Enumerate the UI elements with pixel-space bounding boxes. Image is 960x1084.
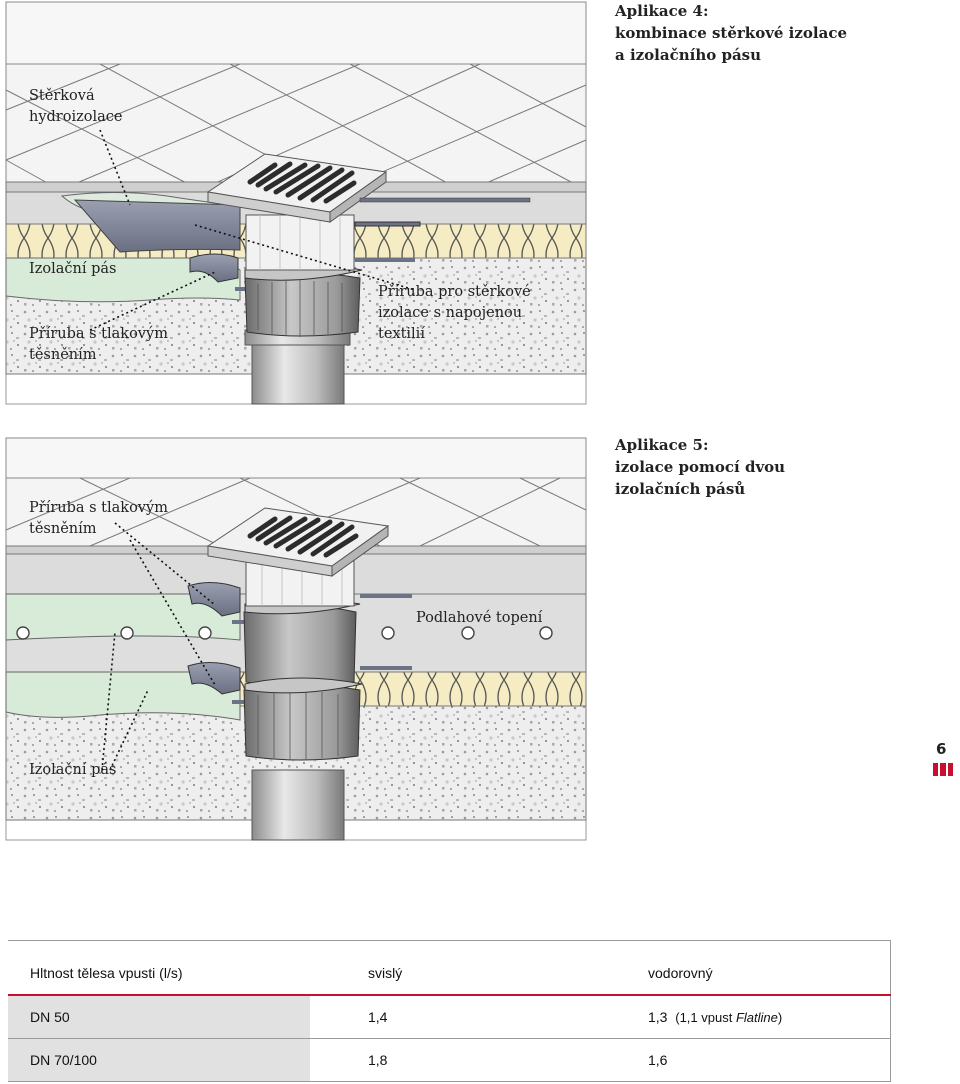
header-cell: vodorovný	[608, 940, 891, 996]
vodorovny-cell: 1,6	[608, 1038, 891, 1082]
label-podlahove-topeni: Podlahové topení	[416, 610, 543, 626]
svisly-cell: 1,8	[310, 1038, 608, 1082]
label-priruba-sterk: Příruba pro stěrkové izolace s napojenou…	[378, 282, 531, 345]
vodorovny-note-model: Flatline	[735, 1010, 778, 1025]
page-number: 6	[936, 740, 947, 758]
label-line: Příruba pro stěrkové	[378, 284, 531, 300]
vodorovny-note-end: )	[777, 1010, 783, 1025]
vodorovny-cell: 1,3 (1,1 vpust Flatline)	[608, 995, 891, 1039]
chapter-marker-icon	[933, 763, 953, 776]
top-diagram	[5, 1, 587, 405]
label-priruba-tlak-bottom: Příruba s tlakovým těsněním	[29, 498, 168, 540]
label-line: hydroizolace	[29, 109, 123, 125]
title-line: izolace pomocí dvou	[615, 458, 786, 476]
svisly-cell: 1,4	[310, 995, 608, 1039]
label-line: Příruba s tlakovým	[29, 500, 168, 516]
label-line: těsněním	[29, 521, 97, 537]
table-row: DN 70/100 1,8 1,6	[8, 1038, 891, 1082]
label-line: Stěrková	[29, 88, 95, 104]
label-izolacni-pas-bottom: Izolační pás	[29, 762, 117, 778]
title-line: Aplikace 4:	[615, 2, 709, 20]
label-line: Příruba s tlakovým	[29, 326, 168, 342]
label-line: textilií	[378, 326, 425, 342]
vodorovny-note: (1,1 vpust	[675, 1010, 736, 1025]
header-cell: Hltnost tělesa vpusti (l/s)	[8, 940, 310, 996]
label-sterkova-hydroizolace: Stěrková hydroizolace	[29, 86, 122, 128]
vodorovny-value: 1,3	[648, 1009, 668, 1025]
label-izolacni-pas-top: Izolační pás	[29, 261, 117, 277]
label-line: těsněním	[29, 347, 97, 363]
dn-cell: DN 70/100	[8, 1038, 310, 1082]
header-cell: svislý	[310, 940, 608, 996]
title-line: kombinace stěrkové izolace	[615, 24, 847, 42]
capacity-table: Hltnost tělesa vpusti (l/s) svislý vodor…	[8, 940, 891, 1082]
label-line: izolace s napojenou	[378, 305, 523, 321]
top-diagram-title: Aplikace 4: kombinace stěrkové izolace a…	[615, 0, 847, 66]
table-row: DN 50 1,4 1,3 (1,1 vpust Flatline)	[8, 995, 891, 1039]
vodorovny-value: 1,6	[648, 1052, 668, 1068]
title-line: izolačních pásů	[615, 480, 746, 498]
dn-cell: DN 50	[8, 995, 310, 1039]
bottom-diagram-title: Aplikace 5: izolace pomocí dvou izolační…	[615, 434, 785, 500]
table-header-row: Hltnost tělesa vpusti (l/s) svislý vodor…	[8, 940, 891, 996]
label-priruba-tlak-top: Příruba s tlakovým těsněním	[29, 324, 168, 366]
title-line: a izolačního pásu	[615, 46, 762, 64]
bottom-diagram	[5, 437, 587, 841]
title-line: Aplikace 5:	[615, 436, 709, 454]
